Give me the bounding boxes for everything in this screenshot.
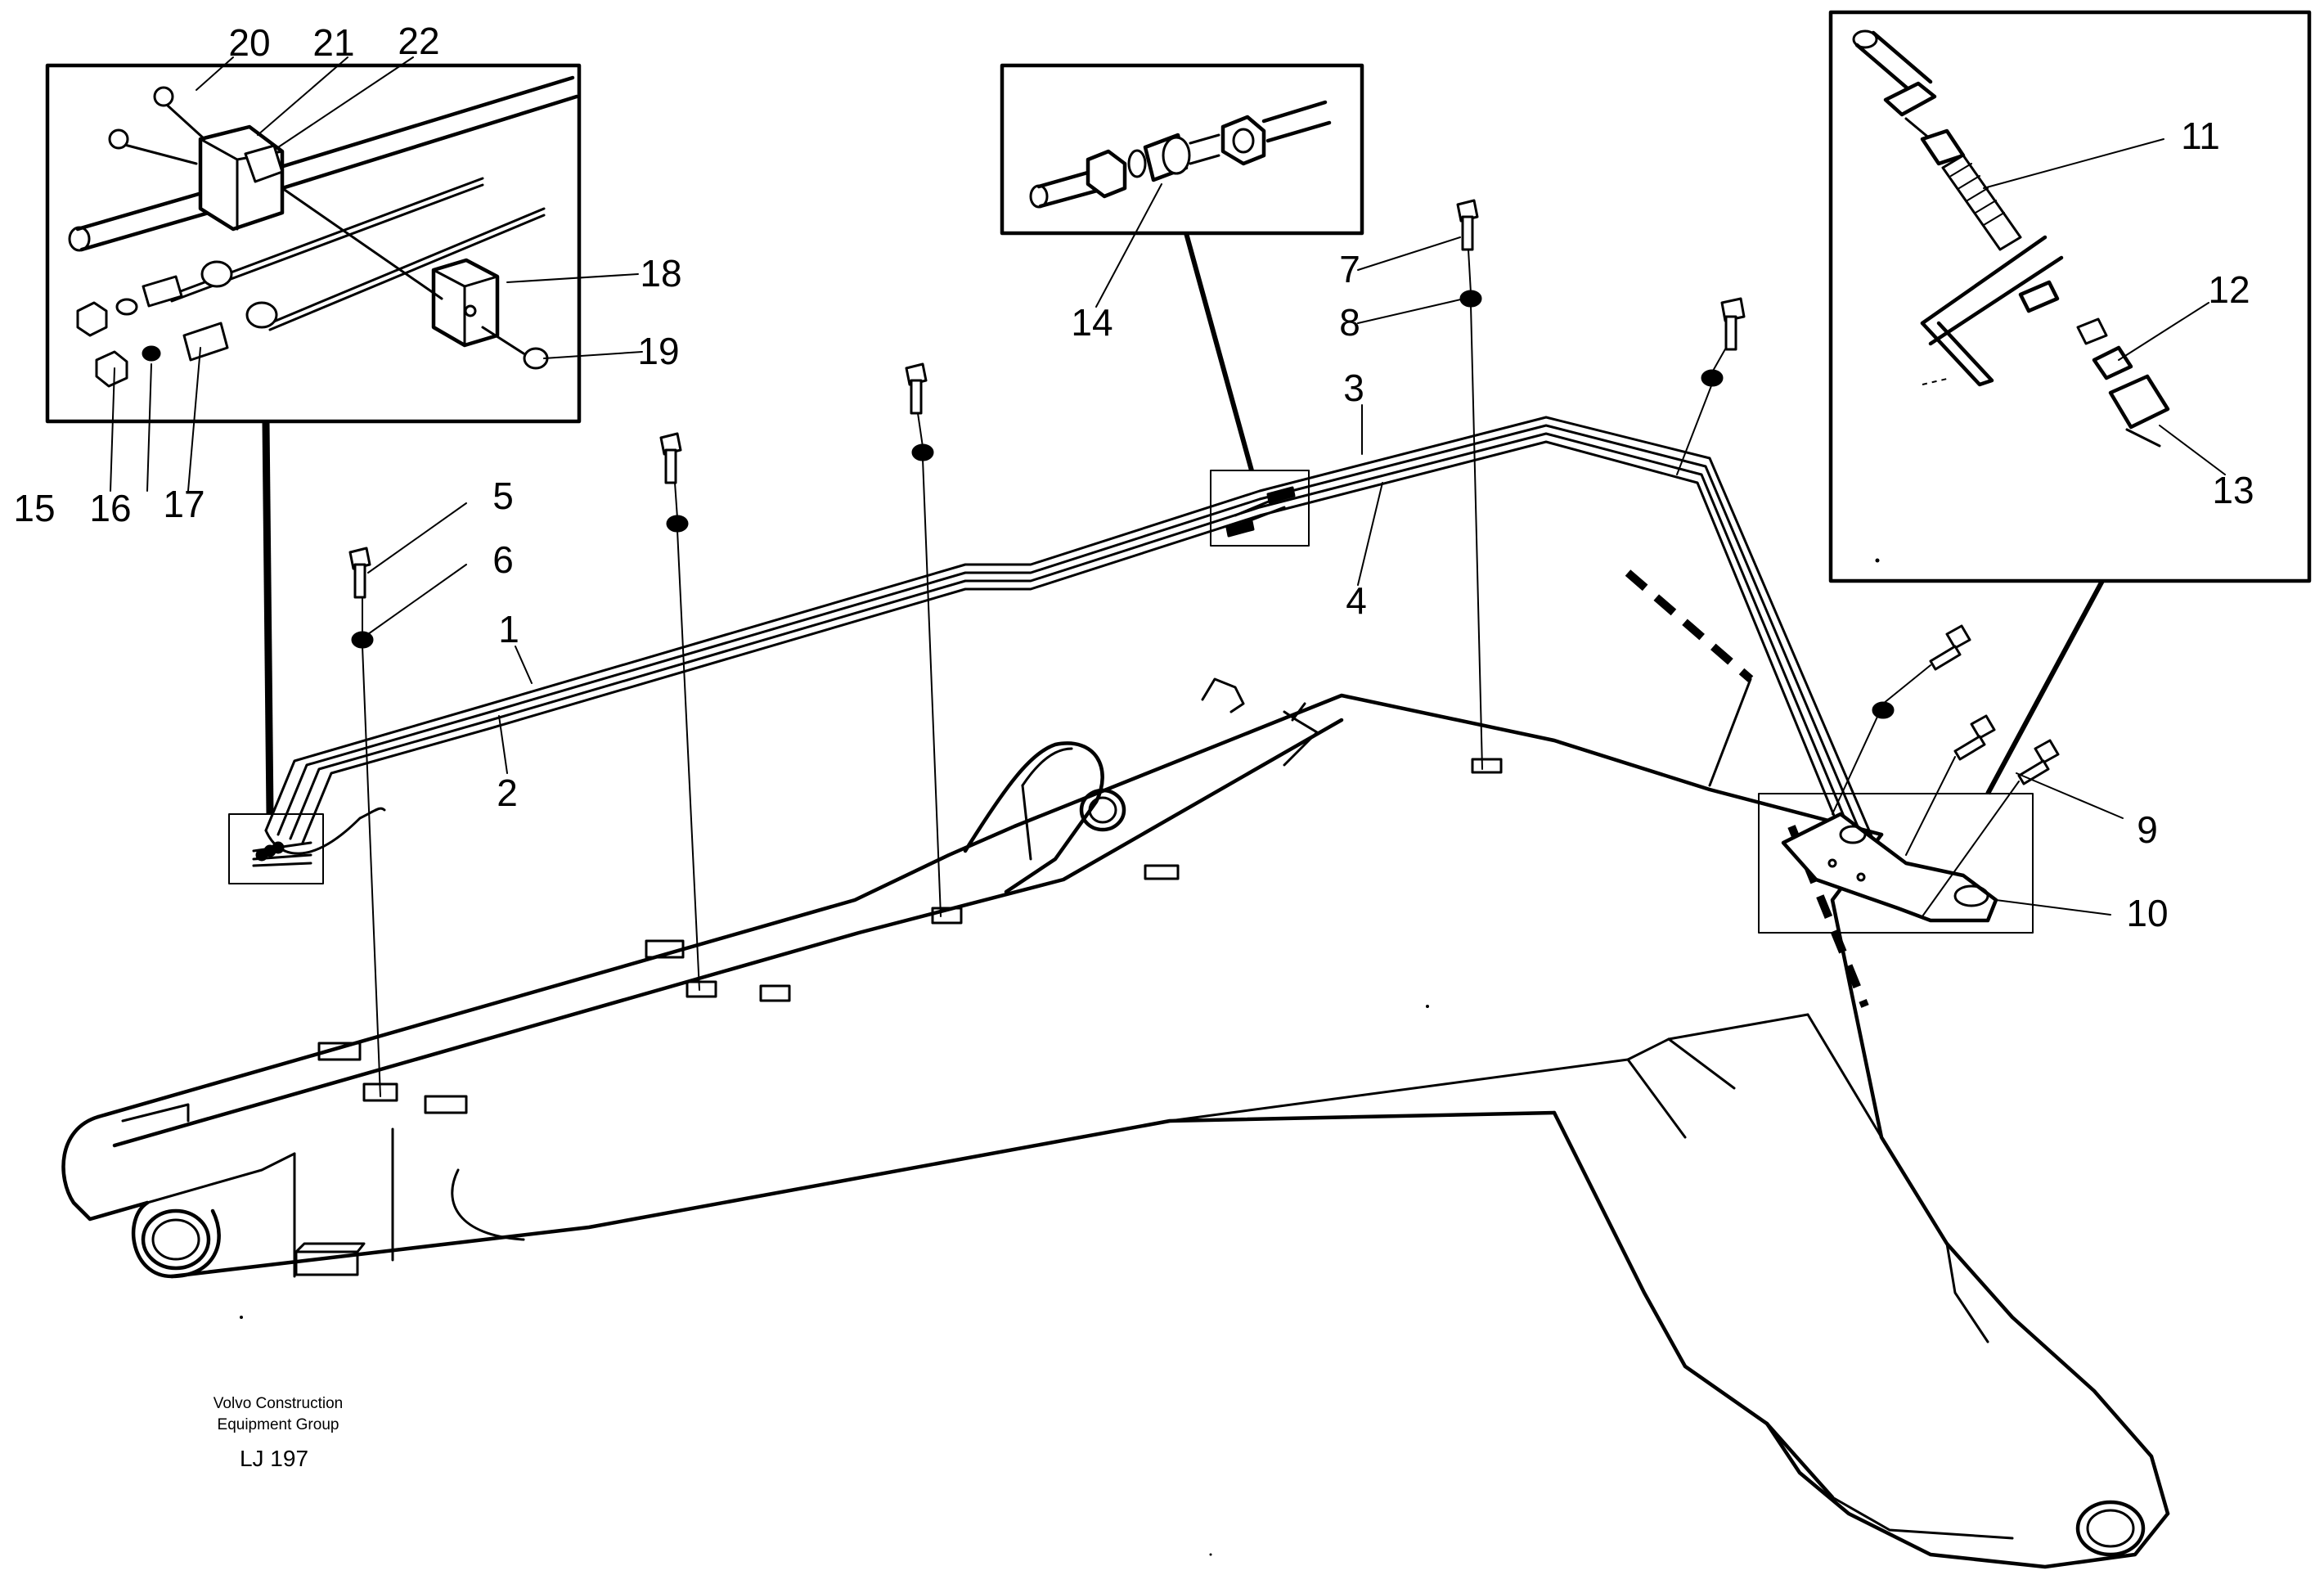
callout-3: 3 bbox=[1343, 367, 1364, 409]
credit-line-2: Equipment Group bbox=[218, 1416, 339, 1433]
hydraulic-pipes bbox=[252, 416, 1883, 873]
callout-14: 14 bbox=[1071, 301, 1113, 344]
callout-5: 5 bbox=[492, 475, 514, 517]
callout-12: 12 bbox=[2208, 268, 2250, 311]
callout-13: 13 bbox=[2212, 469, 2254, 511]
callout-9: 9 bbox=[2137, 808, 2158, 851]
callout-1: 1 bbox=[498, 608, 519, 650]
callout-4: 4 bbox=[1346, 579, 1367, 622]
detail-leader bbox=[1184, 232, 1254, 471]
pipe-end-detail-box bbox=[228, 813, 324, 884]
credit-line-1: Volvo Construction bbox=[214, 1395, 343, 1412]
detail-leader bbox=[1985, 579, 2105, 795]
detail-box-union bbox=[1000, 63, 1364, 236]
mount-block bbox=[1471, 758, 1503, 774]
callout-labels: 1 2 3 4 5 6 7 8 9 10 11 12 13 14 15 16 1… bbox=[13, 20, 2254, 934]
boom-body bbox=[61, 677, 2170, 1569]
callout-6: 6 bbox=[492, 538, 514, 581]
bolt-washer-set bbox=[348, 199, 2060, 1097]
mount-block bbox=[362, 1082, 398, 1102]
callout-18: 18 bbox=[640, 252, 681, 295]
callout-15: 15 bbox=[13, 487, 55, 529]
callout-2: 2 bbox=[497, 772, 518, 814]
callout-19: 19 bbox=[637, 330, 679, 372]
drawing-code: LJ 197 bbox=[240, 1446, 308, 1471]
callout-10: 10 bbox=[2126, 892, 2168, 934]
detail-box-bulkhead bbox=[1828, 10, 2312, 583]
callout-22: 22 bbox=[398, 20, 439, 62]
callout-16: 16 bbox=[89, 487, 131, 529]
detail-leader bbox=[262, 421, 274, 815]
pipe-union-detail-box bbox=[1210, 470, 1310, 547]
mount-block bbox=[686, 980, 717, 998]
detail-box-pipe-clamp bbox=[45, 63, 582, 424]
callout-leaders bbox=[110, 56, 2226, 916]
bracket-plate bbox=[1781, 812, 1998, 923]
bracket-detail-box bbox=[1758, 793, 2034, 934]
mount-block bbox=[931, 907, 963, 925]
callout-17: 17 bbox=[163, 483, 205, 525]
callout-21: 21 bbox=[312, 21, 354, 64]
callout-7: 7 bbox=[1339, 248, 1360, 290]
callout-8: 8 bbox=[1339, 301, 1360, 344]
callout-20: 20 bbox=[228, 21, 270, 64]
callout-11: 11 bbox=[2181, 115, 2220, 157]
